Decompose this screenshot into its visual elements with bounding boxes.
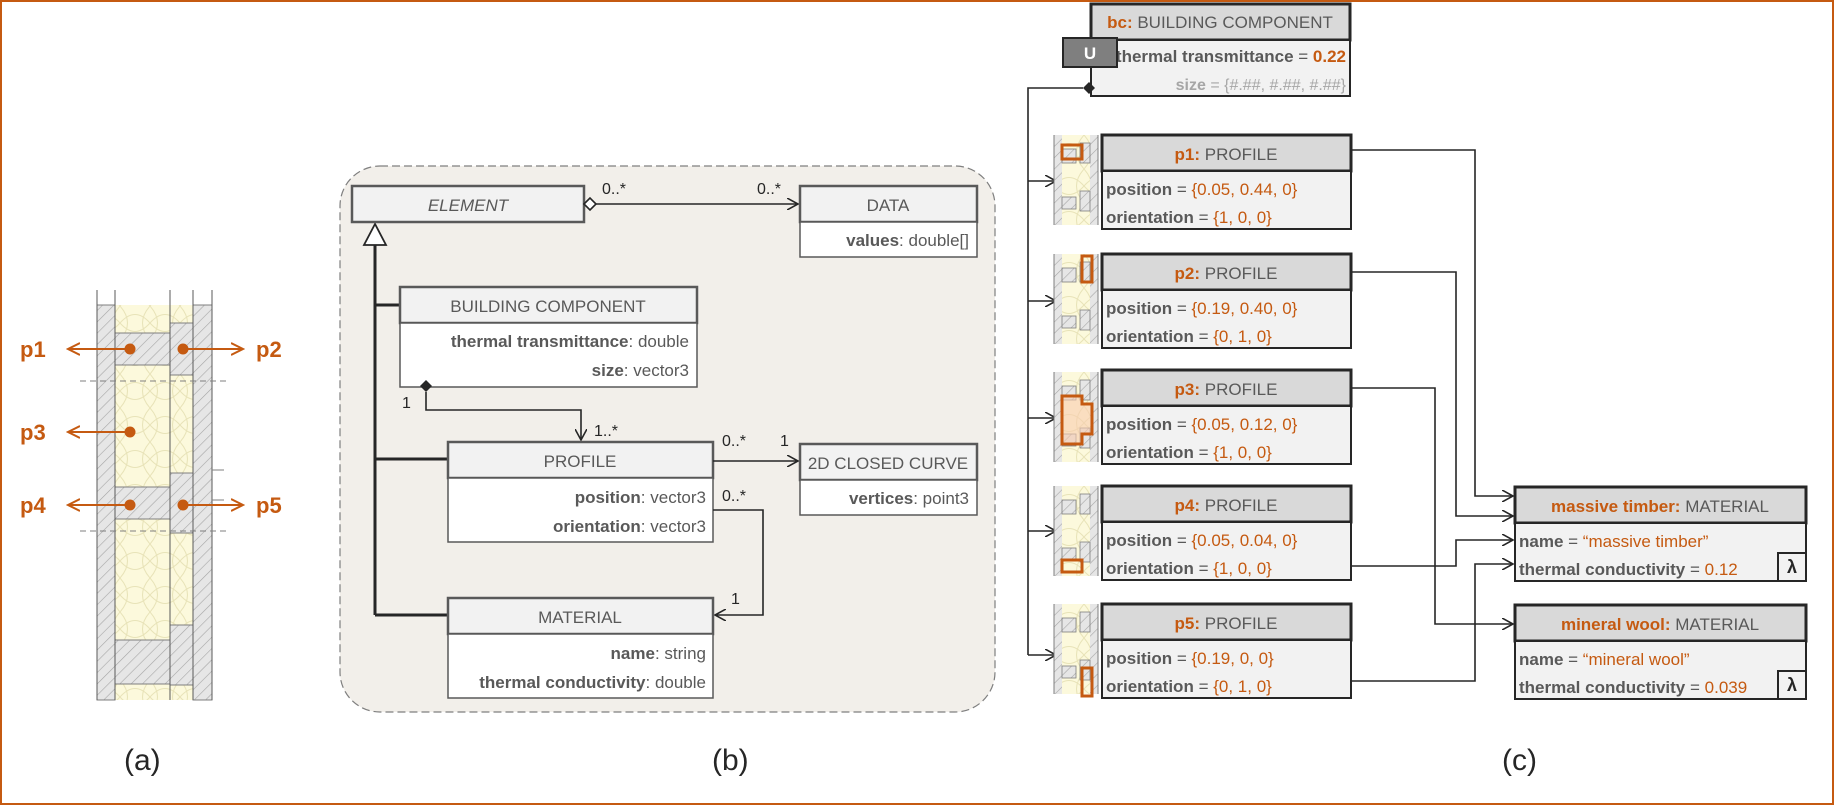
material-instances: massive timber: MATERIAL name = “massive …: [1513, 485, 1808, 700]
class-curve-attr: vertices: point3: [849, 489, 969, 508]
instance-material-conductivity: thermal conductivity = 0.12: [1519, 560, 1738, 579]
caption-b: (b): [712, 744, 749, 777]
lambda-label: λ: [1787, 557, 1797, 577]
instance-profile-title: p5: PROFILE: [1175, 614, 1278, 633]
assoc-bc-profile: [420, 380, 581, 440]
class-data[interactable]: DATA values: double[]: [798, 184, 979, 258]
instance-profile-4[interactable]: p4: PROFILE position = {0.05, 0.04, 0} ori…: [1100, 484, 1353, 581]
instance-profile-3[interactable]: p3: PROFILE position = {0.05, 0.12, 0} ori…: [1100, 368, 1353, 465]
instance-bc-title: bc: BUILDING COMPONENT: [1107, 13, 1333, 32]
panel-a-wall-section: [80, 290, 228, 701]
class-material-name: MATERIAL: [538, 608, 622, 627]
instance-material-name: name = “mineral wool”: [1519, 650, 1690, 669]
profile-thumbnail-p4: [1053, 485, 1099, 577]
class-data-name: DATA: [867, 196, 910, 215]
label-p1: p1: [20, 337, 46, 362]
label-p3: p3: [20, 420, 46, 445]
generalization-triangle: [362, 222, 388, 246]
class-bc-name: BUILDING COMPONENT: [450, 297, 646, 316]
class-building-component[interactable]: BUILDING COMPONENT thermal transmittance…: [398, 285, 699, 388]
class-profile[interactable]: PROFILE position: vector3 orientation: v…: [446, 440, 715, 543]
mult-profile-material-src: 0..*: [722, 488, 746, 505]
class-profile-attr-position: position: vector3: [575, 488, 706, 507]
assoc-profile-material: [713, 509, 764, 615]
instance-bc-transmittance: thermal transmittance = 0.22: [1116, 47, 1346, 66]
instance-profile-orientation: orientation = {1, 0, 0}: [1106, 208, 1272, 227]
instance-bc[interactable]: bc: BUILDING COMPONENT thermal transmitt…: [1089, 2, 1352, 97]
instance-profile-orientation: orientation = {1, 0, 0}: [1106, 559, 1272, 578]
class-bc-attr-size: size: vector3: [592, 361, 689, 380]
mult-element-data-dst: 0..*: [757, 181, 781, 198]
lambda-label: λ: [1787, 675, 1797, 695]
lambda-tag[interactable]: λ: [1777, 670, 1807, 700]
instance-profile-title: p2: PROFILE: [1175, 264, 1278, 283]
instance-profile-position: position = {0.05, 0.44, 0}: [1106, 180, 1298, 199]
mult-profile-material-dst: 1: [731, 591, 740, 608]
class-curve-name: 2D CLOSED CURVE: [808, 454, 968, 473]
caption-a: (a): [124, 744, 161, 777]
mult-bc-profile: 1..*: [594, 423, 618, 440]
instance-profile-1[interactable]: p1: PROFILE position = {0.05, 0.44, 0} ori…: [1100, 133, 1353, 230]
generalization-lines: [362, 222, 448, 617]
profile-thumbnail-p1: [1053, 134, 1099, 226]
instance-material-conductivity: thermal conductivity = 0.039: [1519, 678, 1747, 697]
class-material-attr-conductivity: thermal conductivity: double: [479, 673, 706, 692]
instance-bc-size: size = {#.##, #.##, #.##}: [1176, 77, 1347, 94]
lambda-tag[interactable]: λ: [1777, 552, 1807, 582]
instance-profile-title: p1: PROFILE: [1175, 145, 1278, 164]
class-material-attr-name: name: string: [611, 644, 706, 663]
u-value-tag[interactable]: U: [1062, 37, 1118, 68]
instance-material-title: massive timber: MATERIAL: [1551, 497, 1769, 516]
instance-profile-orientation: orientation = {0, 1, 0}: [1106, 327, 1272, 346]
class-data-attr: values: double[]: [846, 231, 969, 250]
instance-material-title: mineral wool: MATERIAL: [1561, 615, 1759, 634]
instance-profile-position: position = {0.19, 0.40, 0}: [1106, 299, 1298, 318]
profile-thumbnail-p3: [1053, 371, 1099, 463]
mult-element-data-src: 0..*: [602, 181, 626, 198]
instance-profile-orientation: orientation = {0, 1, 0}: [1106, 677, 1272, 696]
class-profile-name: PROFILE: [544, 452, 617, 471]
instance-material-2[interactable]: mineral wool: MATERIAL name = “mineral wo…: [1513, 603, 1808, 700]
instance-material-name: name = “massive timber”: [1519, 532, 1709, 551]
label-p4: p4: [20, 493, 46, 518]
profile-thumbnail-p2: [1053, 253, 1099, 345]
mult-bc-one: 1: [402, 395, 411, 412]
class-bc-attr-transmittance: thermal transmittance: double: [451, 332, 689, 351]
instance-profile-orientation: orientation = {1, 0, 0}: [1106, 443, 1272, 462]
class-profile-attr-orientation: orientation: vector3: [553, 517, 706, 536]
profile-instances: p1: PROFILE position = {0.05, 0.44, 0} ori…: [1100, 133, 1353, 699]
assoc-element-data: [582, 196, 798, 212]
instance-profile-position: position = {0.05, 0.04, 0}: [1106, 531, 1298, 550]
instance-material-1[interactable]: massive timber: MATERIAL name = “massive …: [1513, 485, 1808, 582]
caption-c: (c): [1502, 744, 1537, 777]
instance-profile-5[interactable]: p5: PROFILE position = {0.19, 0, 0} orient…: [1100, 602, 1353, 699]
instance-profile-2[interactable]: p2: PROFILE position = {0.19, 0.40, 0} ori…: [1100, 252, 1353, 349]
u-value-label: U: [1084, 44, 1096, 63]
class-element-name: ELEMENT: [428, 196, 510, 215]
instance-profile-title: p4: PROFILE: [1175, 496, 1278, 515]
mult-profile-curve-src: 0..*: [722, 433, 746, 450]
profile-thumbnail-p5: [1053, 603, 1099, 698]
label-p5: p5: [256, 493, 282, 518]
label-p2: p2: [256, 337, 282, 362]
instance-profile-position: position = {0.19, 0, 0}: [1106, 649, 1274, 668]
panel-a-probe-markers: [68, 344, 243, 511]
class-2d-closed-curve[interactable]: 2D CLOSED CURVE vertices: point3: [798, 442, 979, 516]
bc-profile-links: [1027, 82, 1095, 655]
mult-profile-curve-dst: 1: [780, 433, 789, 450]
instance-profile-position: position = {0.05, 0.12, 0}: [1106, 415, 1298, 434]
profile-material-links: [1351, 149, 1513, 682]
class-element[interactable]: ELEMENT: [350, 184, 586, 224]
instance-profile-title: p3: PROFILE: [1175, 380, 1278, 399]
class-material[interactable]: MATERIAL name: string thermal conductivi…: [446, 596, 715, 699]
